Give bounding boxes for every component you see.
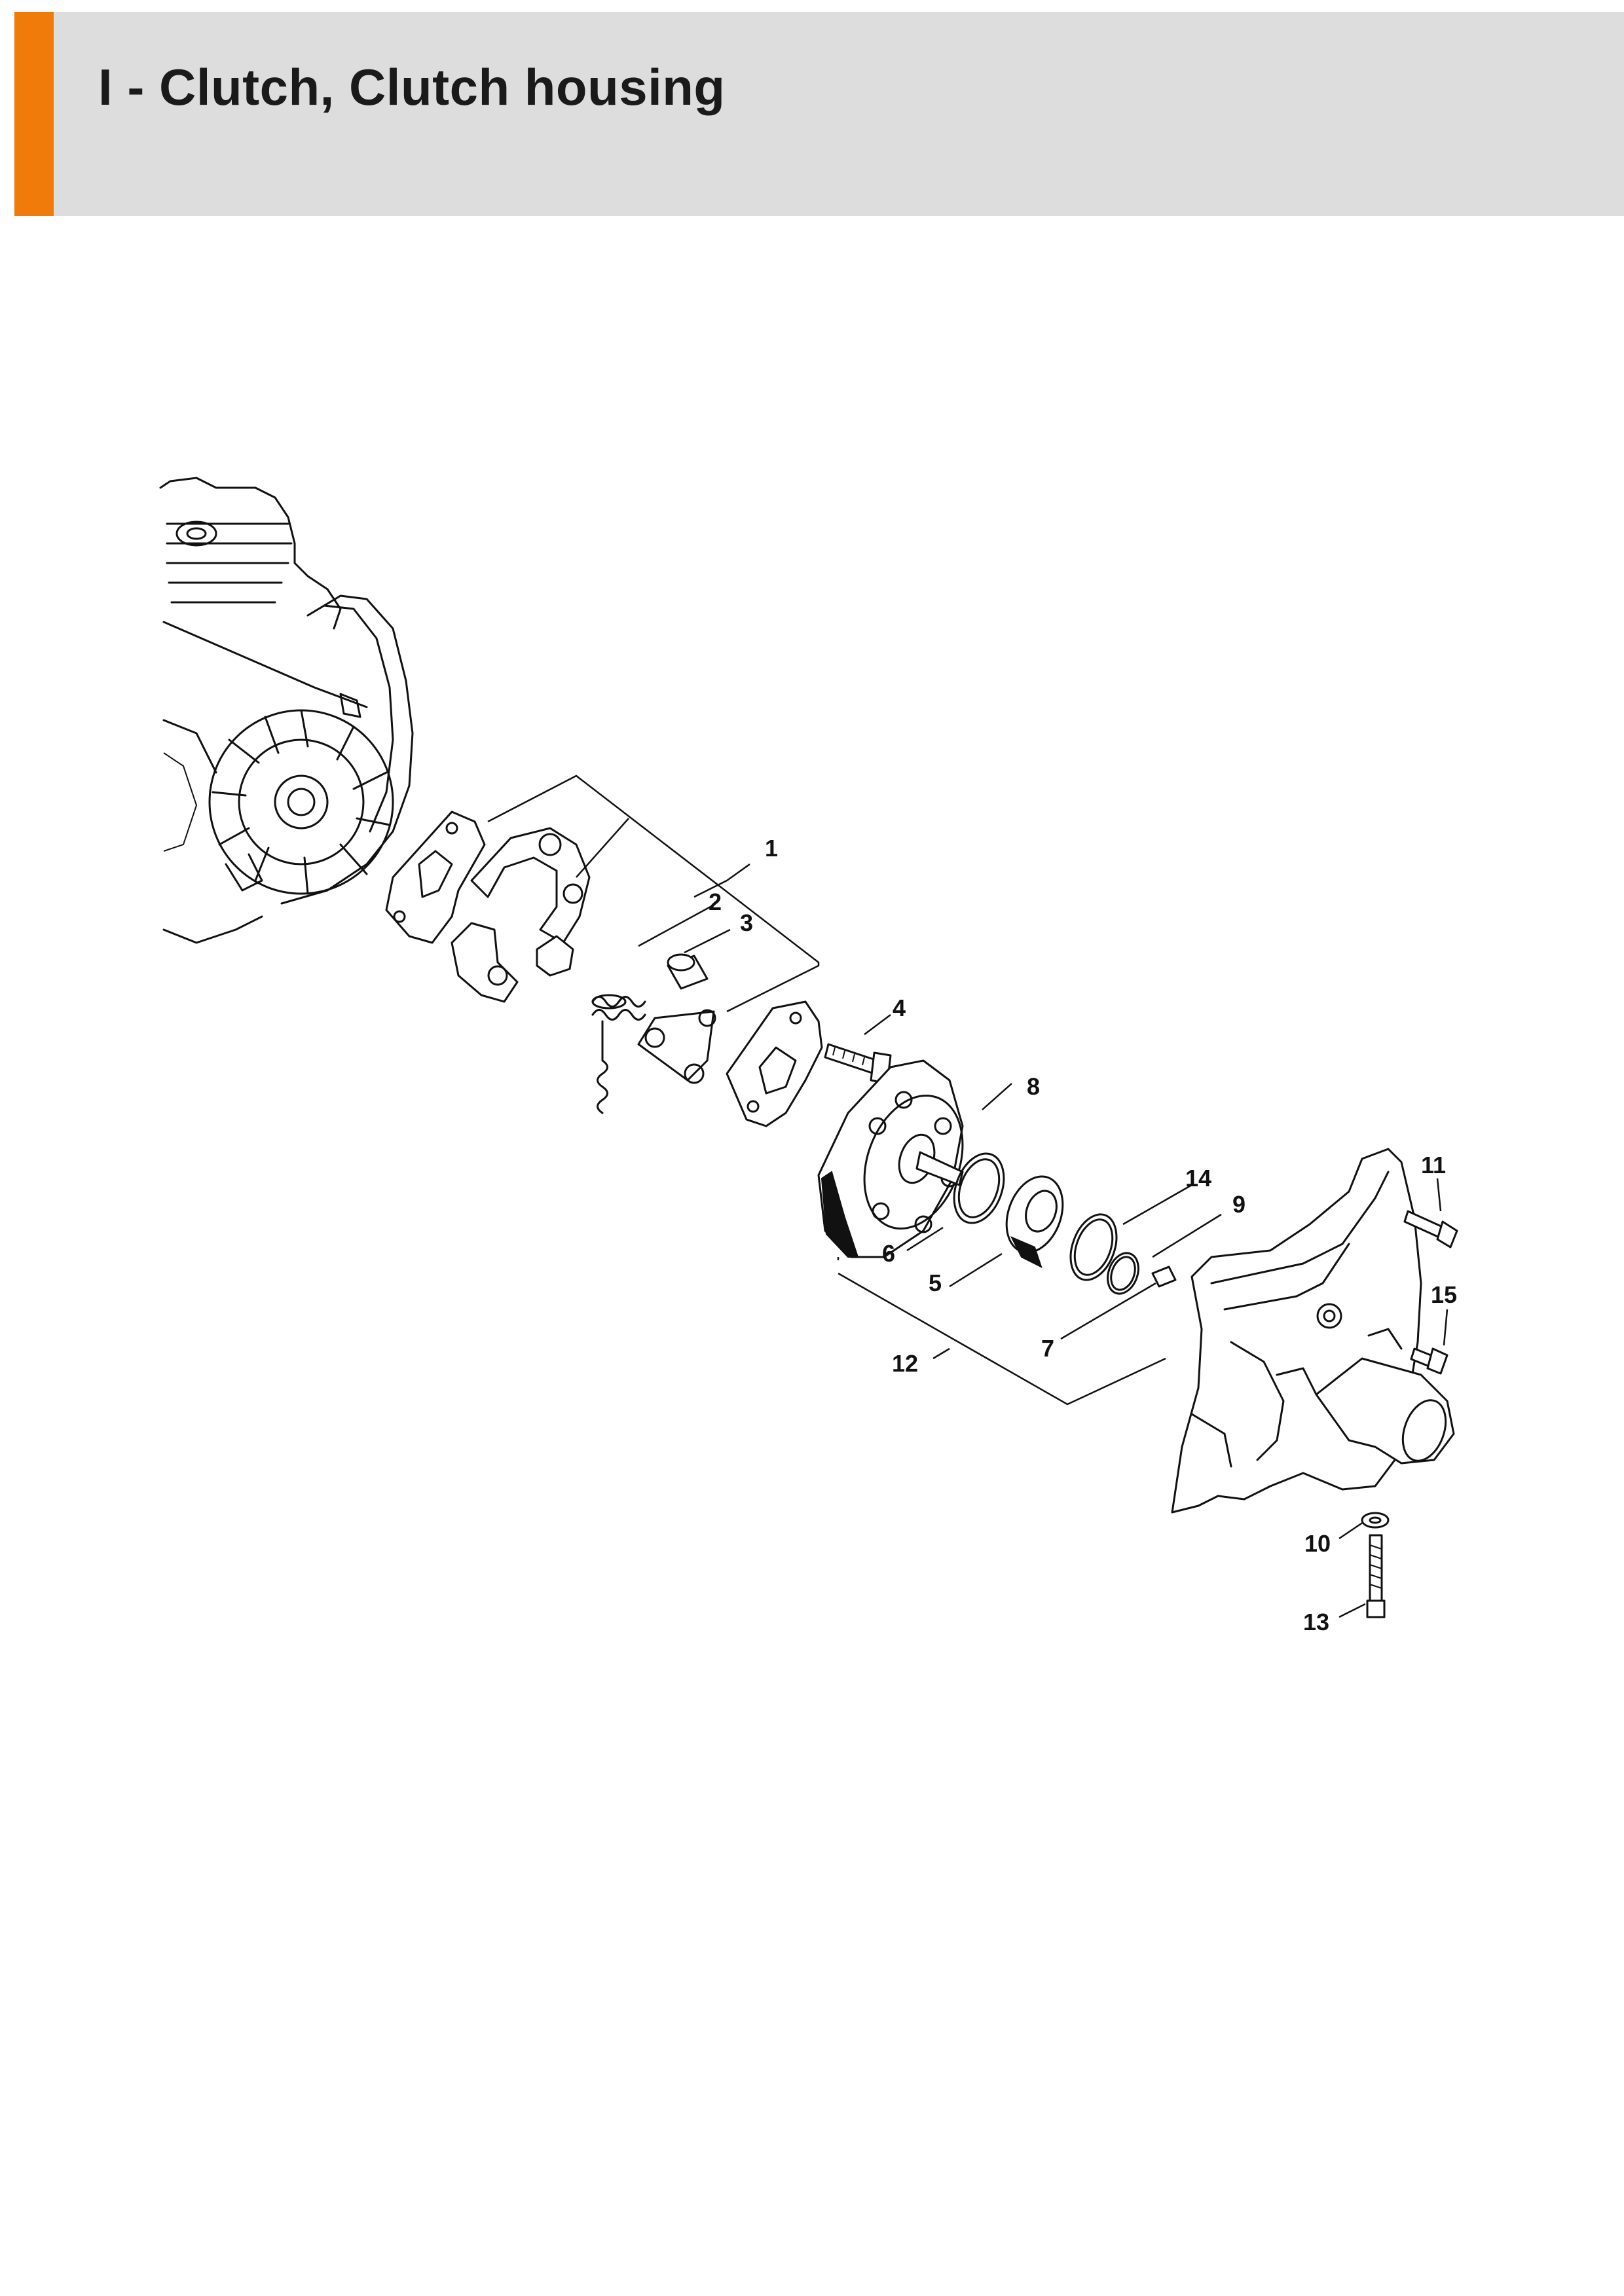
clutch-plate-front xyxy=(726,1000,823,1127)
callout-3: 3 xyxy=(740,909,753,936)
callout-8: 8 xyxy=(1027,1073,1040,1100)
callout-12: 12 xyxy=(892,1350,918,1377)
callout-10: 10 xyxy=(1304,1530,1331,1557)
callout-6: 6 xyxy=(882,1240,895,1267)
clutch-drum xyxy=(817,1059,964,1258)
callout-2: 2 xyxy=(709,888,722,915)
callout-9: 9 xyxy=(1232,1191,1246,1218)
circlip-part-6 xyxy=(953,1152,1005,1224)
page-title: I - Clutch, Clutch housing xyxy=(98,58,726,116)
callout-labels: 1 2 3 4 8 6 5 14 9 7 12 11 15 10 13 xyxy=(709,835,1457,1635)
ball-bearing xyxy=(1005,1175,1064,1268)
circlip-part-9 xyxy=(1107,1252,1139,1295)
screw-part-13 xyxy=(1366,1534,1386,1618)
clutch-shoes xyxy=(451,827,591,1003)
clutch-housing xyxy=(1171,1148,1455,1514)
circlip-part-14 xyxy=(1069,1213,1118,1281)
callout-1: 1 xyxy=(765,835,778,862)
callout-15: 15 xyxy=(1431,1281,1457,1308)
pin-part-7 xyxy=(1151,1266,1177,1288)
engine-crankcase xyxy=(159,477,414,944)
page-header: I - Clutch, Clutch housing xyxy=(14,12,1624,216)
callout-13: 13 xyxy=(1303,1609,1329,1635)
callout-11: 11 xyxy=(1421,1152,1446,1178)
callout-7: 7 xyxy=(1041,1335,1054,1362)
assembly-brackets xyxy=(487,774,1166,1406)
callout-4: 4 xyxy=(893,994,906,1021)
sleeve xyxy=(667,953,709,990)
washer-part-10 xyxy=(1361,1512,1390,1529)
header-accent-bar xyxy=(14,12,54,216)
screw-part-15 xyxy=(1410,1347,1449,1375)
callout-14: 14 xyxy=(1185,1165,1211,1192)
callout-5: 5 xyxy=(929,1269,942,1296)
leader-lines xyxy=(638,863,1449,1618)
screw-part-11 xyxy=(1403,1210,1458,1248)
tension-link xyxy=(637,1009,716,1084)
clutch-springs xyxy=(591,994,646,1114)
clutch-plate-rear xyxy=(385,811,486,944)
